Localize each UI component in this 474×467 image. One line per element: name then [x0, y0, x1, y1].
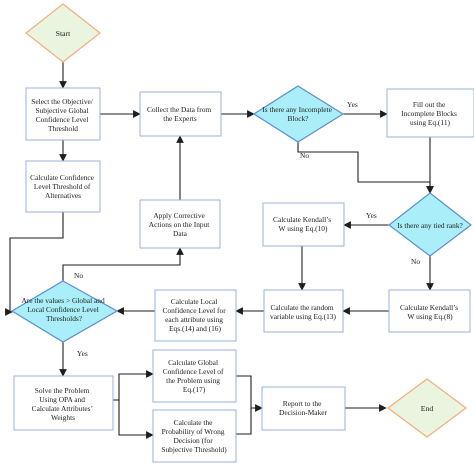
calc-alternatives-threshold-box: Calculate Confidence Level Threshold of …	[25, 160, 101, 213]
edge-solve-to-wrong	[118, 400, 154, 439]
label-tied-no: No	[411, 257, 420, 266]
kendall-eq10-text: Calculate Kendall’s W using Eq.(10)	[273, 215, 333, 233]
local-confidence-text: Calculate Local Confidence Level for eac…	[162, 297, 227, 333]
end-diamond	[386, 378, 468, 438]
end-label: End	[421, 404, 434, 413]
start-label: Start	[56, 29, 72, 38]
edge-calc-alt-to-compare	[5, 212, 64, 316]
solve-opa-text: Solve the Problem Using OPA and Calculat…	[32, 386, 95, 422]
report-box: Report to the Decision-Maker	[261, 386, 346, 431]
wrong-decision-box: Calculate the Probability of Wrong Decis…	[152, 409, 237, 463]
fill-blocks-box: Fill out the Incomplete Blocks using Eq.…	[386, 88, 474, 138]
collect-data-box: Collect the Data from the Experts	[139, 91, 222, 137]
report-text: Report to the Decision-Maker	[279, 399, 328, 417]
kendall-eq10-box: Calculate Kendall’s W using Eq.(10)	[262, 202, 345, 247]
label-incomplete-no: No	[300, 151, 309, 160]
start-diamond	[25, 3, 101, 63]
corrective-actions-box: Apply Corrective Actions on the Input Da…	[139, 199, 221, 249]
label-compare-yes: Yes	[77, 349, 88, 358]
global-confidence-text: Calculate Global Confidence Level of the…	[163, 358, 226, 394]
random-variable-text: Calculate the random variable using Eq.(…	[270, 303, 336, 321]
connectors	[5, 62, 434, 439]
solve-opa-box: Solve the Problem Using OPA and Calculat…	[13, 375, 114, 431]
kendall-eq8-text: Calculate Kendall’s W using Eq.(8)	[400, 303, 460, 321]
label-compare-no: No	[74, 271, 83, 280]
fill-blocks-text: Fill out the Incomplete Blocks using Eq.…	[401, 100, 458, 127]
local-confidence-box: Calculate Local Confidence Level for eac…	[154, 289, 237, 342]
incomplete-block-diamond	[252, 85, 345, 143]
edge-solve-to-global	[113, 370, 154, 401]
wrong-decision-text: Calculate the Probability of Wrong Decis…	[161, 418, 227, 454]
edge-global-to-report	[236, 375, 263, 412]
tied-rank-diamond	[388, 192, 472, 257]
corrective-actions-text: Apply Corrective Actions on the Input Da…	[149, 211, 211, 238]
select-threshold-text: Select the Objective/ Subjective Global …	[31, 97, 94, 133]
collect-data-text: Collect the Data from the Experts	[147, 105, 213, 123]
edge-wrong-to-report	[236, 408, 252, 435]
compare-thresholds-decision: Are the values > Global and Local Confid…	[10, 280, 119, 343]
label-incomplete-yes: Yes	[347, 100, 358, 109]
calc-alternatives-threshold-text: Calculate Confidence Level Threshold of …	[30, 173, 96, 200]
label-tied-yes: Yes	[366, 211, 377, 220]
select-threshold-box: Select the Objective/ Subjective Global …	[25, 87, 101, 141]
edge-compare-no-to-corrective	[62, 247, 184, 281]
compare-thresholds-text: Are the values > Global and Local Confid…	[21, 296, 106, 323]
end-terminal: End	[386, 378, 468, 438]
incomplete-block-text: Is there any Incomplete Block?	[262, 105, 333, 123]
kendall-eq8-box: Calculate Kendall’s W using Eq.(8)	[388, 289, 471, 333]
global-confidence-box: Calculate Global Confidence Level of the…	[152, 349, 237, 403]
edge-incomplete-no-to-tied	[297, 142, 434, 194]
tied-rank-text: Is there any tied rank?	[397, 221, 463, 230]
compare-thresholds-diamond	[10, 280, 119, 343]
incomplete-block-decision: Is there any Incomplete Block?	[252, 85, 345, 143]
edge-labels: Yes No Yes No No Yes	[74, 100, 420, 358]
start-terminal: Start	[25, 3, 101, 63]
random-variable-box: Calculate the random variable using Eq.(…	[263, 289, 344, 333]
tied-rank-decision: Is there any tied rank?	[388, 192, 472, 257]
